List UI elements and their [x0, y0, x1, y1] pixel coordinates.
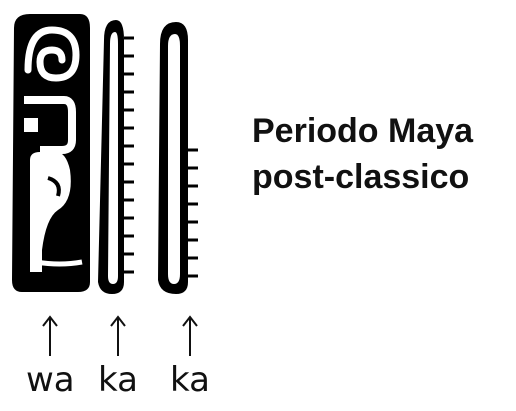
syllable-label-wa: wa	[26, 360, 75, 400]
ka-glyph-2	[158, 22, 198, 294]
arrow-up-icon	[110, 314, 126, 358]
ka-glyph-1	[98, 20, 134, 294]
caption-line-1: Periodo Maya	[252, 108, 473, 154]
syllable-label-ka: ka	[170, 360, 210, 400]
arrow-up-icon	[42, 314, 58, 358]
arrow-up-icon	[182, 314, 198, 358]
period-caption: Periodo Maya post-classico	[252, 108, 473, 200]
caption-line-2: post-classico	[252, 154, 473, 200]
syllable-label-ka: ka	[98, 360, 138, 400]
wa-glyph	[12, 14, 90, 292]
